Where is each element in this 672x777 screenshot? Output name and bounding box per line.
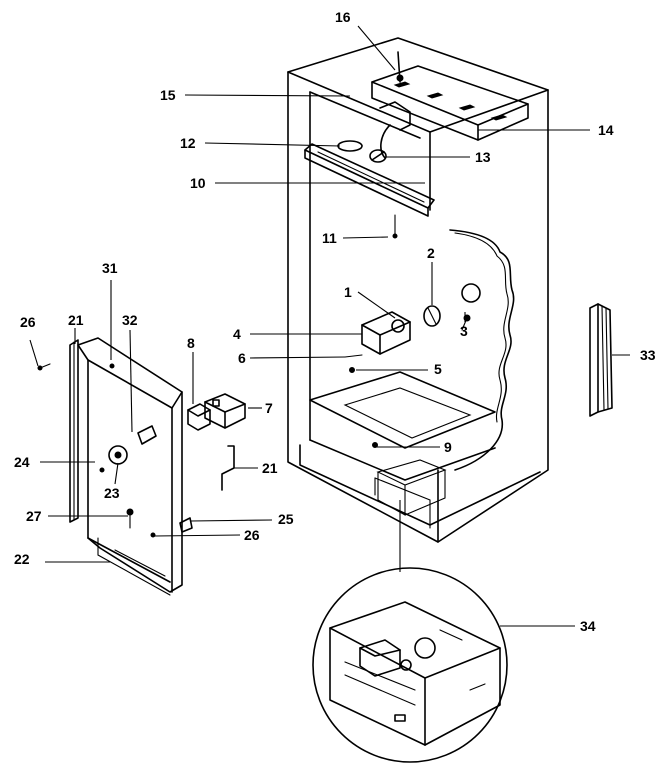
left-rail	[69, 339, 79, 523]
callout-26-left: 26	[20, 314, 36, 330]
callout-5: 5	[434, 361, 442, 377]
callout-8: 8	[187, 335, 195, 351]
callout-13: 13	[475, 149, 491, 165]
callout-7: 7	[265, 400, 273, 416]
callout-23: 23	[104, 485, 120, 501]
callout-12: 12	[180, 135, 196, 151]
callout-16: 16	[335, 9, 351, 25]
callout-15: 15	[160, 87, 176, 103]
callout-33: 33	[640, 347, 656, 363]
electrical-components	[187, 393, 246, 431]
callout-labels: 16 15 14 12 13 10 11 2 1 3 4 6 5 9 7 8 3…	[14, 9, 656, 634]
callout-11: 11	[322, 230, 337, 246]
callout-25: 25	[278, 511, 294, 527]
callout-26-right: 26	[244, 527, 260, 543]
callout-3: 3	[460, 323, 468, 339]
callout-21-left: 21	[68, 312, 84, 328]
callout-21-right: 21	[262, 460, 278, 476]
callout-34: 34	[580, 618, 596, 634]
callout-24: 24	[14, 454, 30, 470]
callout-6: 6	[238, 350, 246, 366]
brackets	[179, 445, 235, 533]
callout-10: 10	[190, 175, 206, 191]
callout-2: 2	[427, 245, 435, 261]
callout-27: 27	[26, 508, 42, 524]
callout-32: 32	[122, 312, 138, 328]
callout-22: 22	[14, 551, 30, 567]
callout-14: 14	[598, 122, 614, 138]
callout-9: 9	[444, 439, 452, 455]
cabinet-shell	[287, 37, 549, 543]
leader-lines	[29, 25, 630, 627]
control-assembly	[344, 305, 471, 373]
wiring-harness	[449, 229, 515, 471]
rear-access-panel	[77, 337, 183, 596]
door-gasket-strip	[589, 303, 613, 417]
loose-screws	[37, 363, 156, 538]
callout-1: 1	[344, 284, 352, 300]
callout-4: 4	[233, 326, 241, 342]
detail-magnified-compartment	[312, 500, 508, 763]
callout-31: 31	[102, 260, 118, 276]
evaporator-rail	[304, 143, 435, 217]
top-control-housing	[371, 51, 529, 141]
